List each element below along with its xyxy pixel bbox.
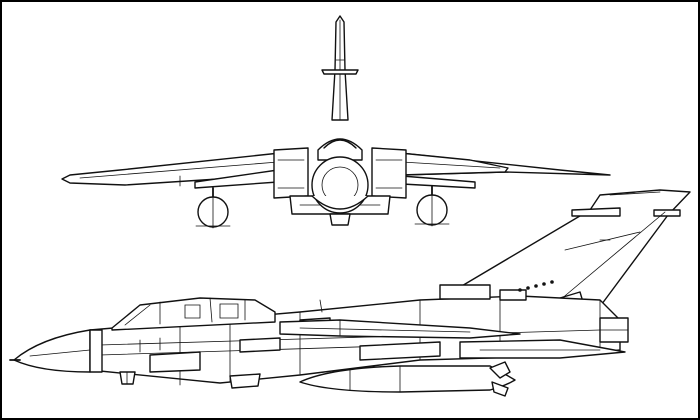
side-wing (279, 319, 521, 339)
right-intake (371, 147, 407, 199)
front-wing-right (399, 152, 611, 189)
external-fuel-tank (299, 361, 516, 397)
side-tailplane (459, 339, 626, 359)
main-landing-gear (229, 373, 261, 389)
left-intake (273, 147, 309, 199)
front-store-right (414, 185, 450, 227)
fuselage-detail-marks (139, 280, 554, 353)
front-tail-fin (321, 15, 359, 121)
side-canopy (111, 297, 276, 331)
front-view (61, 15, 611, 229)
side-nose-cone (9, 329, 103, 373)
front-wing-left (61, 152, 281, 189)
side-view (9, 189, 691, 397)
front-store-left (195, 187, 231, 229)
front-tailplane-tips (321, 69, 359, 75)
nose-landing-gear (119, 371, 136, 385)
front-fuselage (273, 138, 407, 226)
